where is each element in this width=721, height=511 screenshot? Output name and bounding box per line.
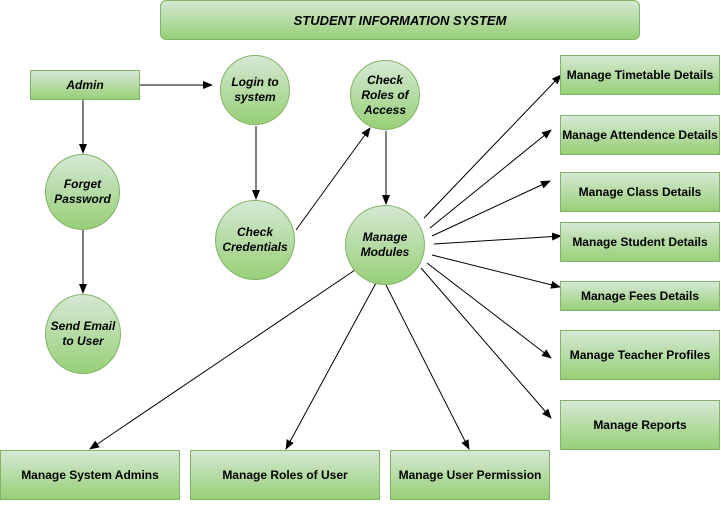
- diagram-title: STUDENT INFORMATION SYSTEM: [160, 0, 640, 40]
- manage-reports-node: Manage Reports: [560, 400, 720, 450]
- check-credentials-node: Check Credentials: [215, 200, 295, 280]
- manage-teacher-node: Manage Teacher Profiles: [560, 330, 720, 380]
- edge-manage_modules-to-timetable: [423, 74, 562, 219]
- edge-manage_modules-to-user_permission: [385, 284, 470, 450]
- admin-node: Admin: [30, 70, 140, 100]
- edge-manage_modules-to-teacher: [426, 262, 552, 359]
- manage-modules-node: Manage Modules: [345, 205, 425, 285]
- edge-manage_modules-to-roles_of_user: [285, 282, 377, 450]
- send-email-node: Send Email to User: [45, 294, 121, 374]
- edge-manage_modules-to-reports: [420, 267, 552, 419]
- edge-manage_modules-to-student: [433, 232, 562, 245]
- forget-password-node: Forget Password: [45, 154, 120, 230]
- manage-roles-of-user-node: Manage Roles of User: [190, 450, 380, 500]
- manage-timetable-node: Manage Timetable Details: [560, 55, 720, 95]
- manage-user-permission-node: Manage User Permission: [390, 450, 550, 500]
- manage-system-admins-node: Manage System Admins: [0, 450, 180, 500]
- edge-manage_modules-to-class: [431, 180, 551, 237]
- edge-manage_modules-to-system_admins: [89, 269, 356, 450]
- edge-check_credentials-to-check_roles: [295, 127, 371, 231]
- edge-manage_modules-to-attendence: [429, 129, 552, 229]
- manage-attendence-node: Manage Attendence Details: [560, 115, 720, 155]
- edge-manage_modules-to-fees: [431, 254, 561, 289]
- manage-student-node: Manage Student Details: [560, 222, 720, 262]
- manage-class-node: Manage Class Details: [560, 172, 720, 212]
- check-roles-node: Check Roles of Access: [350, 60, 420, 130]
- manage-fees-node: Manage Fees Details: [560, 281, 720, 311]
- login-node: Login to system: [220, 55, 290, 125]
